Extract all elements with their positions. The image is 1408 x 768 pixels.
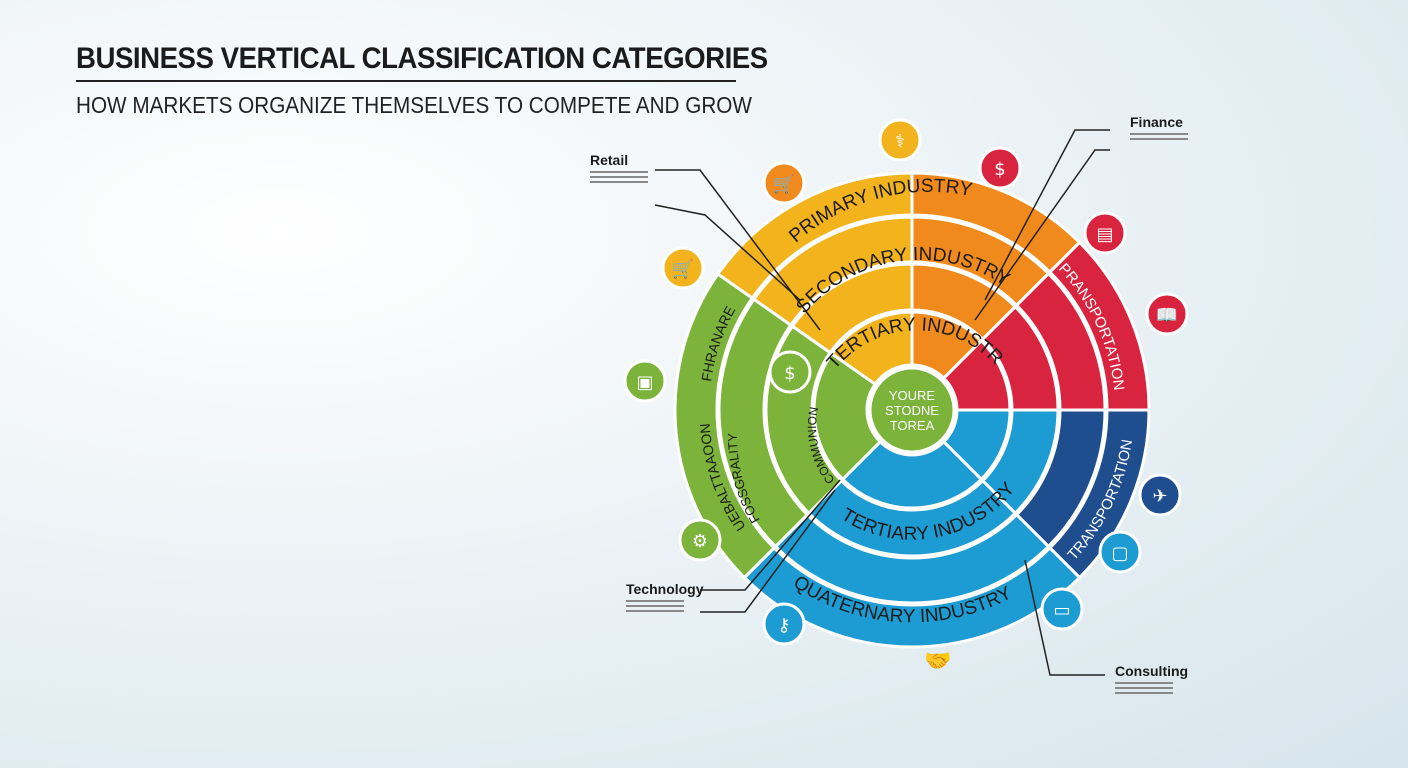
callout-retail-label: Retail: [590, 152, 629, 168]
callout-finance: Finance: [1130, 114, 1188, 143]
sector-blue: [840, 439, 984, 510]
page-title: BUSINESS VERTICAL CLASSIFICATION CATEGOR…: [76, 42, 768, 75]
handshake-icon: 🤝: [924, 648, 951, 673]
box-icon-glyph: ▣: [636, 372, 653, 393]
caduceus-icon: [878, 118, 922, 162]
bed-icon: [1040, 587, 1084, 631]
key-icon: [762, 602, 806, 646]
key-icon-glyph: ⚷: [777, 615, 790, 636]
center-line-2: STODNE: [885, 403, 939, 418]
sector-green: [673, 271, 777, 580]
dollar-icon: [978, 146, 1022, 190]
airplane-icon: [1138, 473, 1182, 517]
handshake-icon: [678, 518, 722, 562]
box-icon: [623, 359, 667, 403]
cart-icon: [762, 161, 806, 205]
sector-green: [717, 297, 810, 549]
airplane-icon-glyph: ✈: [1152, 486, 1167, 507]
calculator-icon: [1083, 211, 1127, 255]
handshake-icon-glyph: ⚙: [692, 531, 708, 552]
page-subtitle: HOW MARKETS ORGANIZE THEMSELVES TO COMPE…: [76, 92, 752, 118]
cart-icon-glyph: 🛒: [773, 173, 795, 195]
connector-lines: [654, 129, 1110, 676]
center-line-1: YOURE: [889, 388, 936, 403]
sector-green: [812, 351, 883, 482]
calculator-icon-glyph: ▤: [1096, 224, 1113, 245]
cart-icon: [661, 246, 705, 290]
callout-finance-label: Finance: [1130, 114, 1183, 130]
book-icon-glyph: 📖: [1156, 305, 1178, 326]
callout-consulting-label: Consulting: [1115, 663, 1189, 679]
dollar-icon-glyph: $: [994, 159, 1005, 180]
bed-icon-glyph: ▭: [1053, 600, 1070, 621]
center-circle: [868, 366, 956, 454]
caduceus-icon-glyph: ⚕: [895, 131, 905, 152]
callout-technology: Technology: [626, 581, 704, 615]
center-line-3: TOREA: [890, 418, 935, 433]
person-icon: [768, 350, 812, 394]
book-icon: [1145, 292, 1189, 336]
monitor-icon-glyph: ▢: [1111, 543, 1128, 564]
callout-retail: Retail: [590, 152, 648, 186]
title-divider: [76, 80, 736, 82]
cart-icon-glyph: 🛒: [672, 258, 694, 280]
callout-consulting: Consulting: [1115, 663, 1188, 697]
monitor-icon: [1098, 530, 1142, 574]
callout-technology-label: Technology: [626, 581, 704, 597]
person-icon-glyph: $: [784, 363, 795, 384]
